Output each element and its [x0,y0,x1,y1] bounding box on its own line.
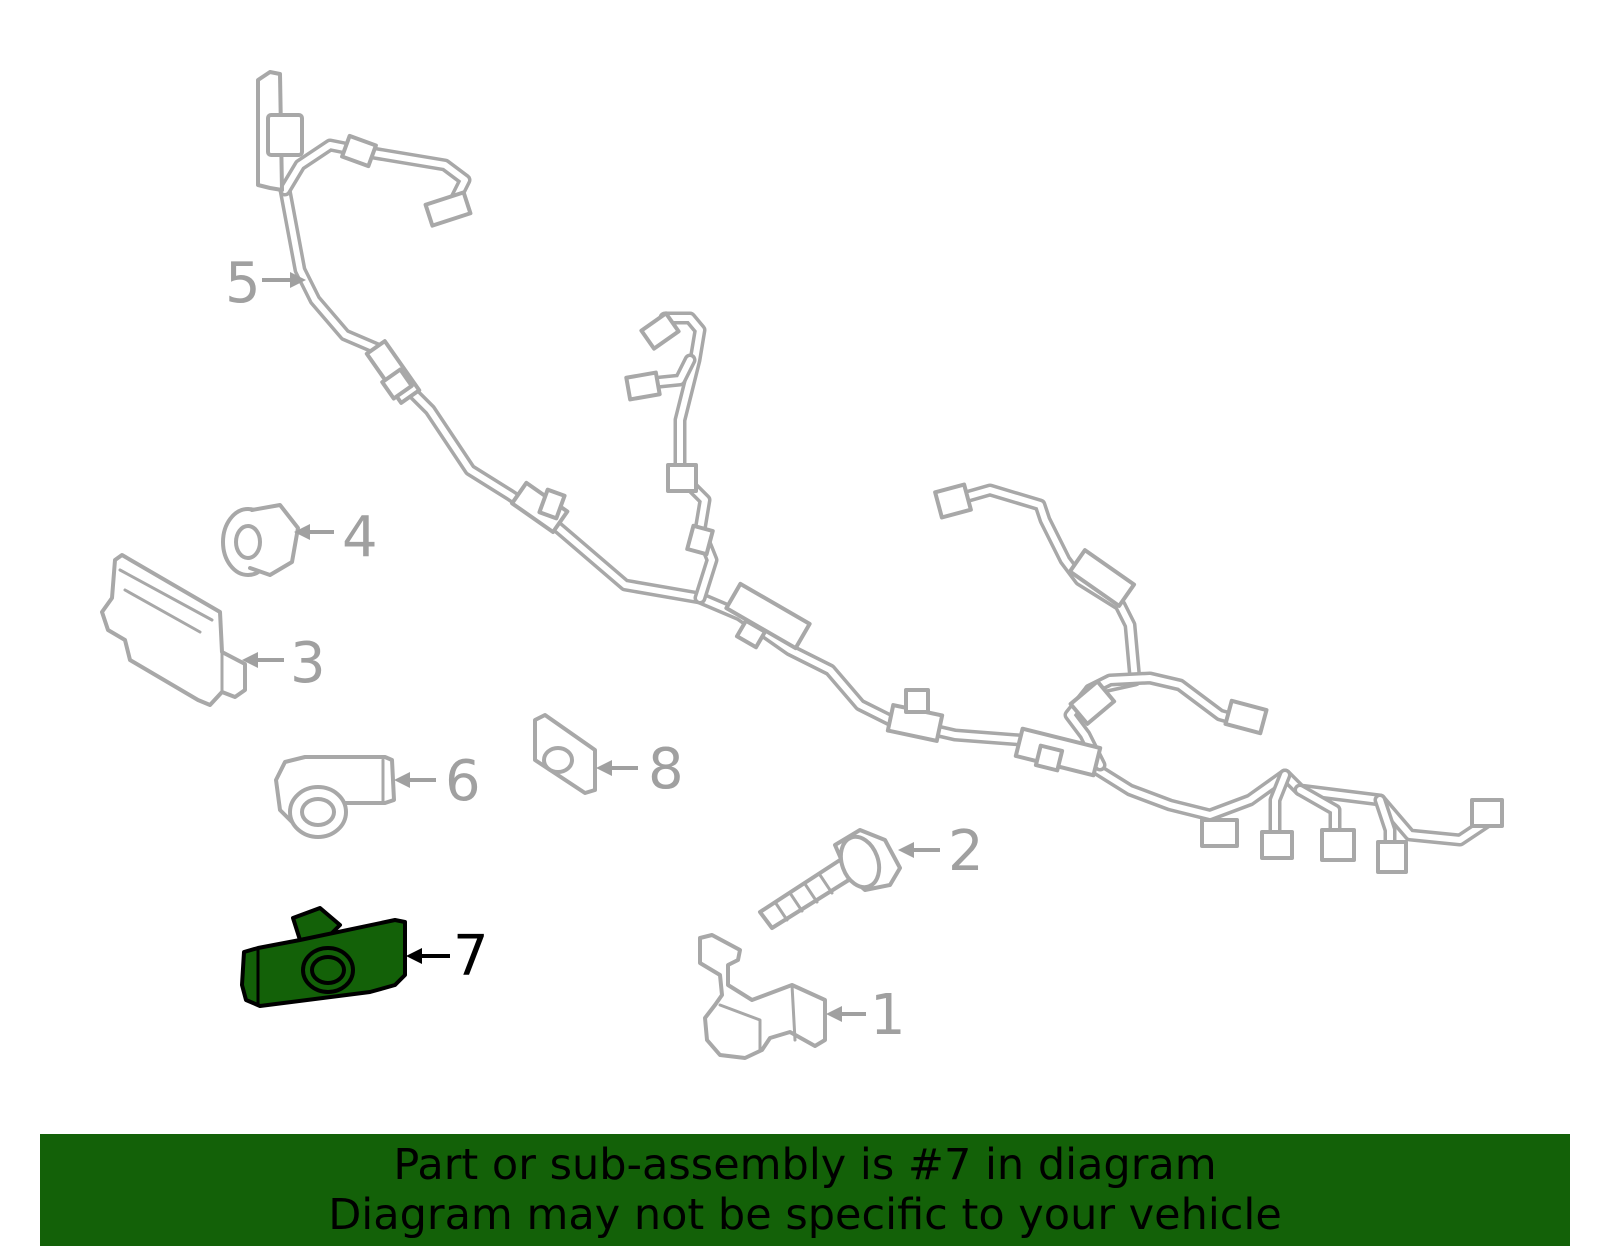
svg-text:8: 8 [648,737,684,802]
nut-part-4[interactable] [221,503,300,577]
bracket-part-1[interactable] [698,933,827,1060]
sensor-part-6[interactable] [274,755,396,839]
callout-6[interactable]: 6 [394,749,481,814]
svg-text:4: 4 [342,505,378,570]
callout-8[interactable]: 8 [596,737,684,802]
callout-4[interactable]: 4 [294,505,378,570]
clip-part-8[interactable] [533,713,597,795]
callout-5[interactable]: 5 [225,251,306,316]
svg-text:5: 5 [225,251,261,316]
banner-line-1: Part or sub-assembly is #7 in diagram [393,1140,1217,1190]
info-banner: Part or sub-assembly is #7 in diagram Di… [40,1134,1570,1246]
svg-text:6: 6 [445,749,481,814]
module-part-3[interactable] [100,553,247,707]
callout-1[interactable]: 1 [826,983,906,1048]
svg-text:3: 3 [290,631,326,696]
bolt-part-2[interactable] [758,828,902,930]
svg-text:7: 7 [453,924,489,989]
callout-7[interactable]: 7 [406,924,489,989]
bezel-part-7-highlighted[interactable] [240,906,407,1008]
banner-line-2: Diagram may not be specific to your vehi… [328,1190,1282,1240]
svg-text:2: 2 [948,819,984,884]
callout-3[interactable]: 3 [242,631,326,696]
wiring-harness-part-5[interactable] [256,70,1504,874]
svg-text:1: 1 [870,983,906,1048]
callout-2[interactable]: 2 [898,819,984,884]
